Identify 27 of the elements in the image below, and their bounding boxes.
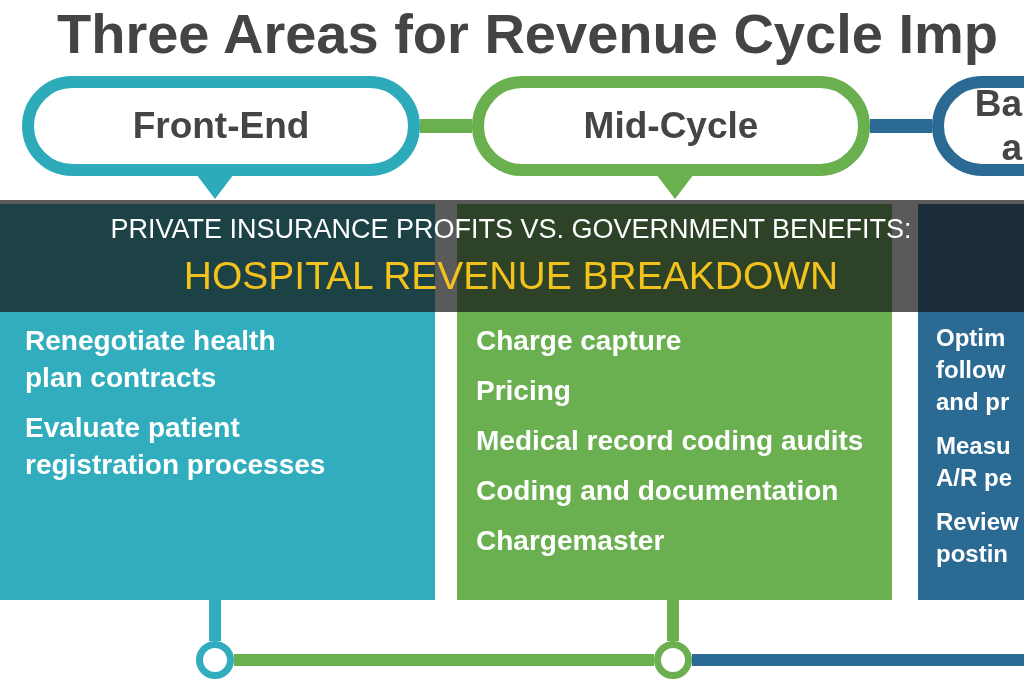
action-item: Coding and documentation (476, 474, 839, 508)
action-item: Chargemaster (476, 524, 665, 558)
page-title: Three Areas for Revenue Cycle Imp (57, 2, 998, 67)
timeline-node (196, 641, 234, 679)
stage-title: Front-End (132, 104, 310, 148)
action-item: Review postin (936, 507, 1020, 569)
connector-line (667, 600, 679, 641)
timeline-line (234, 654, 654, 666)
action-item: Renegotiate health plan contracts (25, 324, 277, 395)
connector-line (870, 119, 932, 133)
stage-title: Mid-Cycle (583, 104, 759, 148)
action-item: Pricing (476, 374, 571, 408)
connector-line (209, 600, 221, 641)
banner-title: PRIVATE INSURANCE PROFITS VS. GOVERNMENT BENEFITS: (110, 214, 912, 246)
action-item: Medical record coding audits (476, 424, 864, 458)
timeline-node (654, 641, 692, 679)
stage-header (22, 76, 420, 200)
action-item: Optim follow and pr (936, 323, 1011, 417)
banner-subtitle: HOSPITAL REVENUE BREAKDOWN (183, 254, 839, 299)
stage-header (932, 76, 1024, 176)
stage-header (472, 76, 870, 200)
stage-title: Ba a (973, 82, 1022, 170)
connector-line (420, 119, 472, 133)
action-item: Charge capture (476, 324, 682, 358)
timeline-line (692, 654, 1024, 666)
action-item: Measu A/R pe (936, 431, 1013, 493)
action-item: Evaluate patient registration processes (25, 411, 327, 482)
